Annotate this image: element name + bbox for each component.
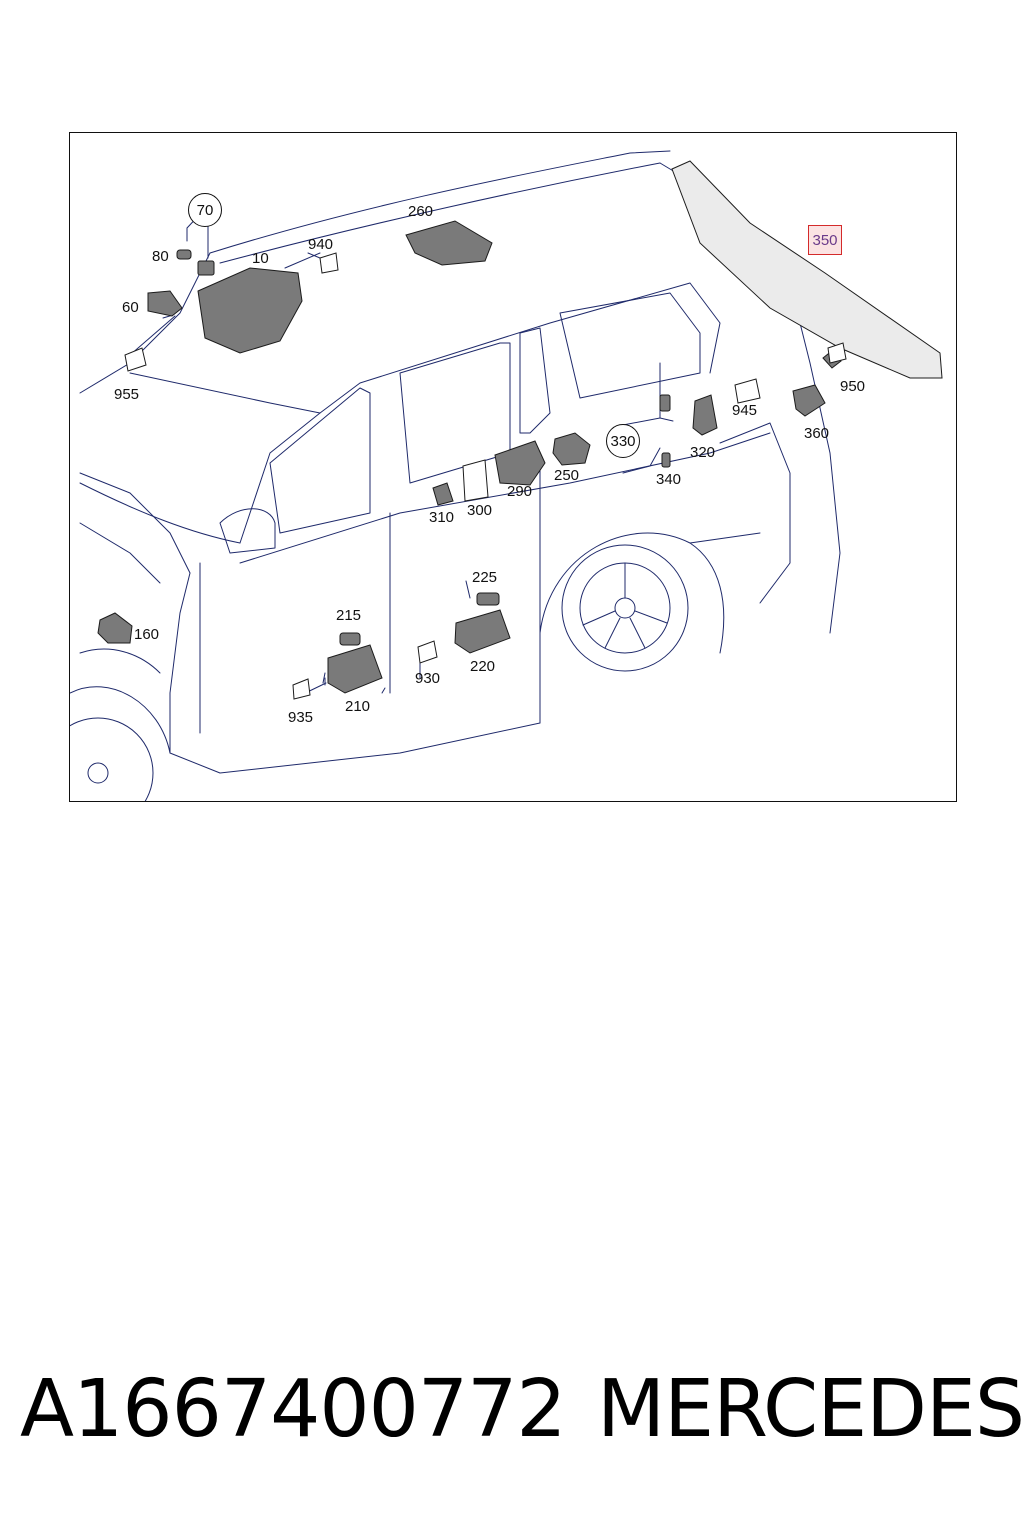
vehicle-outline-drawing xyxy=(70,150,943,801)
label-220: 220 xyxy=(470,658,496,675)
label-945: 945 xyxy=(732,402,758,419)
label-210: 210 xyxy=(345,698,371,715)
parts-diagram: 70 330 350 80 10 940 60 955 260 950 945 … xyxy=(69,132,957,802)
label-290: 290 xyxy=(507,483,533,500)
label-300: 300 xyxy=(467,502,493,519)
label-360: 360 xyxy=(804,425,830,442)
label-160: 160 xyxy=(134,626,160,643)
label-950: 950 xyxy=(840,378,866,395)
label-225: 225 xyxy=(472,569,498,586)
label-935: 935 xyxy=(288,709,314,726)
callout-70: 70 xyxy=(188,193,222,227)
label-340: 340 xyxy=(656,471,682,488)
label-215: 215 xyxy=(336,607,362,624)
label-60: 60 xyxy=(122,299,139,316)
footer: A1667400772 MERCEDES xyxy=(0,1370,1024,1470)
label-310: 310 xyxy=(429,509,455,526)
callout-350-highlighted[interactable]: 350 xyxy=(808,225,842,255)
label-250: 250 xyxy=(554,467,580,484)
label-320: 320 xyxy=(690,444,716,461)
callout-330: 330 xyxy=(606,424,640,458)
label-940: 940 xyxy=(308,236,334,253)
label-80: 80 xyxy=(152,248,169,265)
label-930: 930 xyxy=(415,670,441,687)
label-260: 260 xyxy=(408,203,434,220)
brand-name: MERCEDES xyxy=(597,1363,1024,1455)
label-955: 955 xyxy=(114,386,140,403)
part-number: A1667400772 xyxy=(20,1363,567,1455)
label-10: 10 xyxy=(252,250,269,267)
